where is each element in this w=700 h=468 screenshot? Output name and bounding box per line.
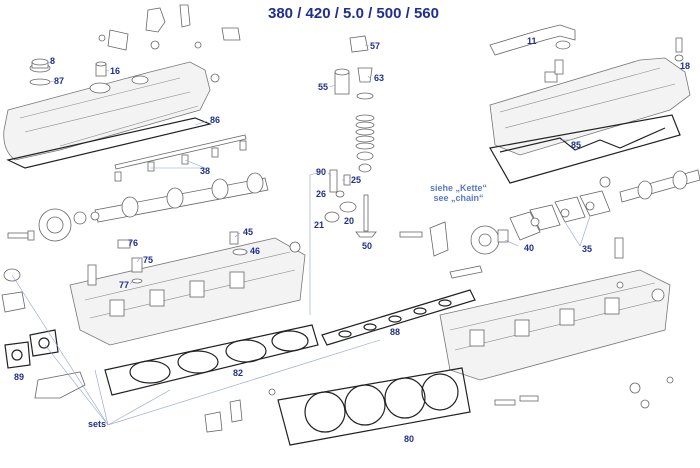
part-16	[95, 61, 107, 77]
callout-63: 63	[374, 73, 385, 83]
left-camshaft-sprocket	[38, 208, 100, 242]
callout-38: 38	[200, 166, 211, 176]
callout-21: 21	[314, 220, 325, 230]
note-line-en: see „chain“	[433, 193, 484, 203]
callout-80: 80	[404, 434, 415, 444]
hydraulic-element-55	[334, 68, 350, 95]
left-cylinder-head	[69, 237, 306, 346]
top-brackets	[98, 4, 241, 83]
cylinder-head-gasket-82	[104, 324, 319, 396]
callout-75: 75	[143, 255, 154, 265]
rocker-shaft-38	[114, 134, 247, 182]
valve-spring	[355, 114, 375, 173]
callout-55: 55	[318, 82, 329, 92]
callout-20: 20	[344, 216, 355, 226]
callout-82: 82	[233, 368, 244, 378]
manifold-gasket-88	[321, 289, 476, 346]
rocker-arm-57	[349, 35, 369, 53]
callout-26: 26	[316, 189, 327, 199]
part-25-26	[335, 174, 351, 198]
callout-40: 40	[524, 243, 535, 253]
left-valve-cover	[3, 61, 211, 161]
oil-filler-cap-8	[29, 58, 51, 73]
callout-85: 85	[571, 140, 582, 150]
callout-77: 77	[119, 280, 130, 290]
callout-11: 11	[527, 36, 537, 46]
cylinder-head-gasket-80	[277, 367, 471, 446]
left-valve-cover-gasket-86	[6, 117, 212, 169]
callout-18: 18	[680, 61, 691, 71]
callout-87: 87	[54, 76, 65, 86]
right-camshaft-sprocket	[399, 221, 500, 257]
right-small-parts	[449, 237, 674, 409]
callout-89: 89	[14, 372, 25, 382]
right-valve-cover-gasket-85	[489, 114, 681, 184]
part-40	[497, 229, 509, 243]
bottom-bracket	[204, 388, 276, 433]
camshaft-bearing-brackets-35	[509, 190, 611, 241]
sets-label: sets	[88, 419, 107, 429]
callout-46: 46	[250, 246, 261, 256]
callout-90: 90	[316, 167, 327, 177]
callout-50: 50	[362, 241, 373, 251]
callout-8: 8	[50, 56, 56, 66]
callout-16: 16	[110, 66, 121, 76]
right-valve-cover	[489, 57, 691, 156]
bolt-left	[7, 230, 35, 241]
callout-76: 76	[128, 238, 139, 248]
valve-50	[355, 194, 377, 238]
callout-25: 25	[351, 175, 362, 185]
chain-reference-note: siehe „Kette“ see „chain“	[430, 183, 487, 203]
leader-lines	[11, 44, 591, 426]
callout-45: 45	[243, 227, 254, 237]
seal-ring-87	[29, 78, 51, 86]
valve-keepers-63	[356, 67, 374, 100]
right-cylinder-head	[439, 269, 671, 381]
callout-88: 88	[390, 327, 401, 337]
breather-hose-11	[489, 24, 576, 56]
page-title: 380 / 420 / 5.0 / 500 / 560	[268, 5, 439, 22]
callout-35: 35	[582, 244, 593, 254]
part-75-76-77	[87, 239, 143, 286]
valve-guide-90	[329, 169, 338, 193]
callout-86: 86	[210, 115, 221, 125]
valve-seat-20-21	[324, 201, 357, 223]
part-18	[674, 37, 684, 62]
note-line-de: siehe „Kette“	[430, 183, 488, 193]
callout-57: 57	[370, 41, 381, 51]
right-camshaft	[599, 169, 700, 203]
